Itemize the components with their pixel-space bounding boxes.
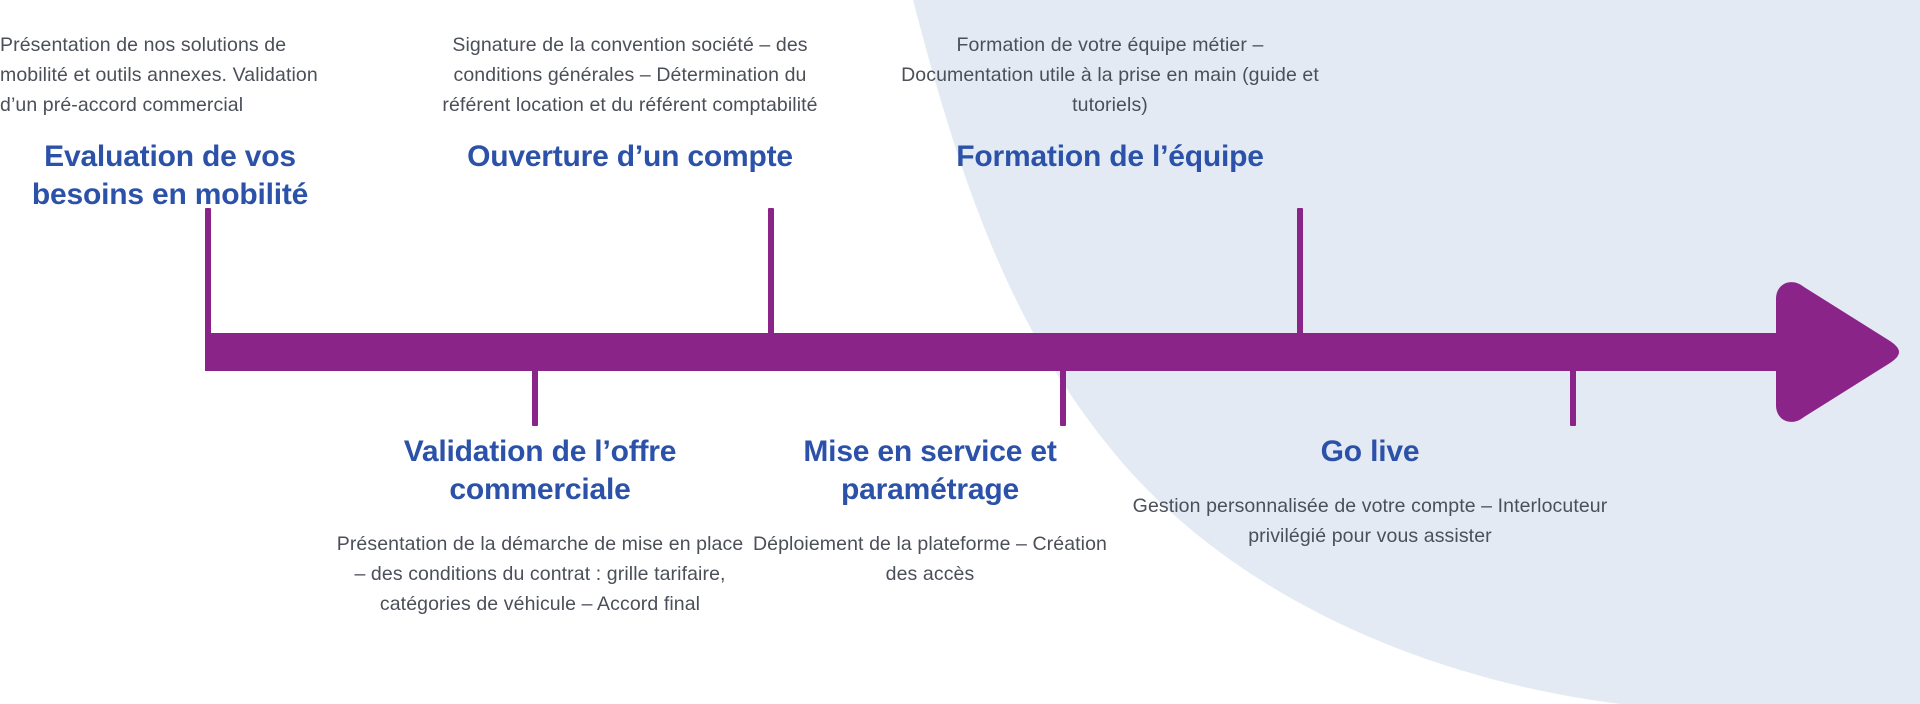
milestone-4-title: Mise en service et paramétrage — [803, 435, 1057, 506]
milestone-5: Formation de votre équipe métier – Docum… — [900, 30, 1320, 176]
milestone-2-title: Validation de l’offre commerciale — [403, 435, 677, 506]
milestone-4-description: Déploiement de la plateforme – Création … — [752, 533, 1107, 585]
milestone-6: Go live Gestion personnalisée de votre c… — [1130, 433, 1610, 551]
milestone-5-title: Formation de l’équipe — [956, 140, 1264, 173]
milestone-3-description: Signature de la convention société – des… — [442, 34, 818, 116]
milestone-5-description: Formation de votre équipe métier – Docum… — [901, 34, 1319, 116]
timeline-tick-6 — [1570, 368, 1576, 426]
timeline-axis-bar — [205, 333, 1785, 371]
milestone-6-description: Gestion personnalisée de votre compte – … — [1132, 495, 1608, 547]
milestone-1: Présentation de nos solutions de mobilit… — [0, 30, 340, 214]
timeline-tick-4 — [1060, 368, 1066, 426]
timeline-arrow-head-icon — [1776, 282, 1899, 422]
milestone-1-description: Présentation de nos solutions de mobilit… — [0, 34, 318, 116]
milestone-6-title: Go live — [1320, 435, 1420, 468]
timeline-tick-1 — [205, 208, 211, 336]
milestone-2: Validation de l’offre commerciale Présen… — [330, 433, 750, 619]
milestone-3: Signature de la convention société – des… — [420, 30, 840, 176]
timeline-tick-2 — [532, 368, 538, 426]
milestone-2-description: Présentation de la démarche de mise en p… — [336, 533, 744, 615]
timeline-tick-5 — [1297, 208, 1303, 336]
timeline-tick-3 — [768, 208, 774, 336]
milestone-3-title: Ouverture d’un compte — [467, 140, 793, 173]
milestone-1-title: Evaluation de vos besoins en mobilité — [31, 140, 309, 211]
milestone-4: Mise en service et paramétrage Déploieme… — [735, 433, 1125, 589]
